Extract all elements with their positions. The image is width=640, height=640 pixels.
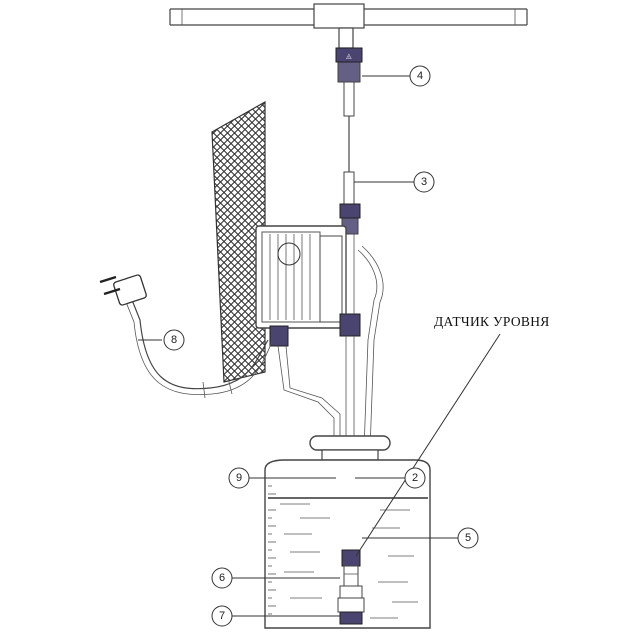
dosing-pump (255, 225, 347, 347)
chemical-tank (264, 459, 431, 629)
callout-9: 9 (228, 467, 250, 489)
suction-fitting (339, 313, 361, 337)
callout-8: 8 (163, 329, 185, 351)
callout-7: 7 (211, 605, 233, 627)
svg-text:6: 6 (219, 572, 225, 584)
callout-4: 4 (409, 65, 431, 87)
callout-2: 2 (404, 467, 426, 489)
injection-valve: ◬ (335, 47, 363, 117)
injection-tube (343, 116, 355, 205)
main-pipe (169, 3, 528, 49)
svg-text:9: 9 (236, 472, 242, 484)
svg-text:7: 7 (219, 610, 225, 622)
power-cord (99, 274, 273, 399)
outlet-fitting (339, 203, 361, 235)
svg-text:3: 3 (421, 176, 427, 188)
callout-5: 5 (457, 527, 479, 549)
svg-text:5: 5 (465, 532, 471, 544)
svg-text:◬: ◬ (346, 52, 352, 60)
tank-lid (309, 435, 391, 461)
svg-text:2: 2 (412, 472, 418, 484)
svg-text:8: 8 (171, 334, 177, 346)
level-sensor-label: ДАТЧИК УРОВНЯ (434, 314, 550, 329)
callout-3: 3 (413, 171, 435, 193)
wall-mesh (211, 100, 266, 383)
level-sensor-assembly (337, 549, 365, 625)
svg-text:4: 4 (417, 70, 423, 82)
leader-lines (138, 75, 501, 617)
callout-6: 6 (211, 567, 233, 589)
